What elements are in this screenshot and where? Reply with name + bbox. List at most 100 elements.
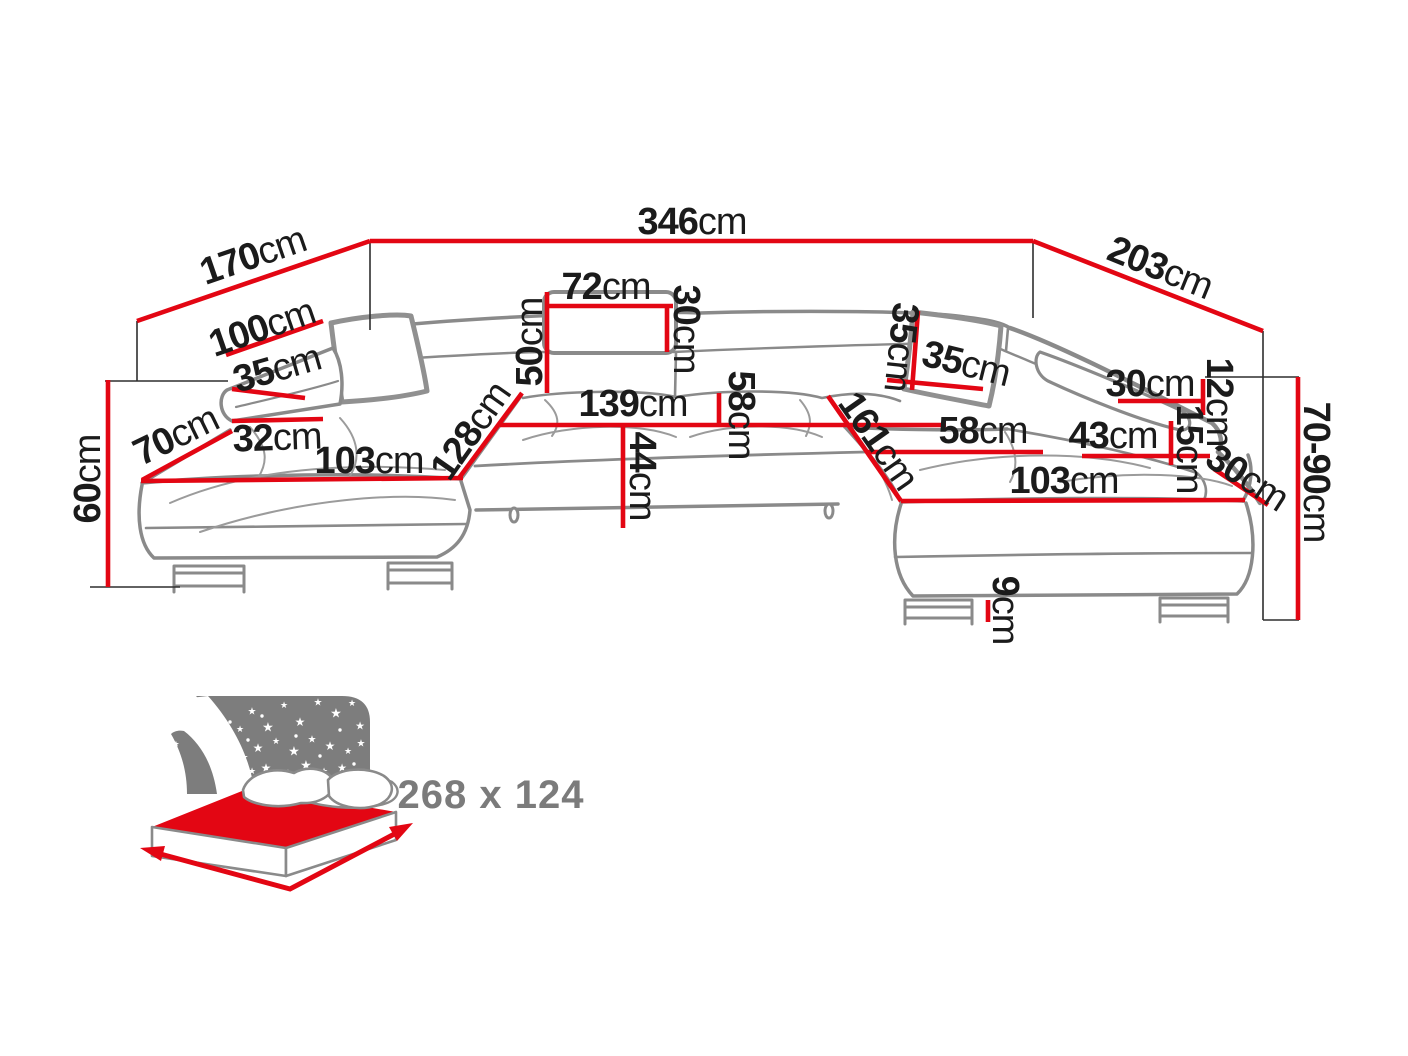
projection-guide-lines [90, 241, 1299, 621]
stars-icon: ★★★★★★★★★★★★★★★★★★★★★★★★★★★★★★★ [172, 698, 365, 792]
dim-label-203: 203cm [1102, 228, 1219, 308]
dim-label-139: 139cm [578, 383, 687, 425]
dim-line-35-left [231, 386, 306, 401]
sleeping-area-size: 268 x 124 [398, 773, 585, 817]
left-back-pillow [328, 312, 430, 405]
dim-line-30-diag [1212, 467, 1270, 507]
star-icon: ★ [172, 740, 179, 749]
dim-label-12: 12cm [1198, 358, 1240, 447]
dim-label-161: 161cm [830, 384, 927, 497]
dim-label-50: 50cm [509, 298, 551, 387]
moon-swoosh-icon [190, 696, 254, 788]
star-dot-icon [260, 714, 264, 718]
pillow-icon-left [241, 767, 335, 808]
right-armrest-pad [1034, 350, 1192, 432]
center-leg-nub-2 [823, 502, 835, 520]
mattress-side-right [284, 810, 398, 878]
dim-label-70-90: 70-90cm [1295, 402, 1337, 543]
star-dot-icon [228, 720, 232, 724]
dim-label-103-left: 103cm [314, 440, 423, 482]
star-icon: ★ [248, 767, 256, 777]
arrowhead-left-icon [140, 846, 165, 861]
dim-label-103-right: 103cm [1009, 460, 1118, 502]
star-icon: ★ [262, 721, 274, 736]
star-icon: ★ [300, 759, 312, 774]
dim-label-346: 346cm [637, 201, 746, 243]
center-leg-nub-1 [508, 506, 520, 524]
dim-label-60: 60cm [67, 435, 109, 524]
left-chaise-leg-1 [172, 564, 246, 594]
right-chaise-leg-1 [903, 598, 974, 626]
star-icon: ★ [236, 725, 244, 735]
left-chaise-leg-2 [386, 561, 454, 591]
dim-label-72: 72cm [562, 266, 651, 308]
star-icon: ★ [330, 707, 342, 722]
dim-label-128: 128cm [423, 374, 520, 487]
dim-line-103-right [900, 497, 1246, 504]
dim-line-32 [231, 416, 324, 424]
star-icon: ★ [174, 759, 182, 769]
dimension-labels: 346cm 170cm 203cm 100cm 35cm 70cm 32cm 1… [67, 201, 1337, 644]
dim-line-70 [140, 428, 234, 483]
star-icon: ★ [314, 698, 323, 709]
dim-line-161 [826, 394, 903, 503]
dim-label-32: 32cm [232, 415, 322, 460]
dim-label-30-flap: 30cm [665, 285, 707, 374]
dim-label-44: 44cm [621, 432, 663, 521]
arrowhead-right-icon [389, 823, 413, 841]
center-base-bottom [474, 502, 840, 512]
dim-line-128 [457, 391, 524, 480]
star-icon: ★ [177, 781, 186, 792]
dim-label-35-right-1: 35cm [875, 301, 926, 394]
dim-line-100 [225, 318, 324, 358]
seat-cushion-top-line [521, 315, 1010, 403]
star-icon: ★ [348, 699, 356, 709]
star-dot-icon [352, 762, 356, 766]
dim-label-58-center: 58cm [720, 371, 762, 460]
star-icon: ★ [272, 737, 280, 747]
dim-label-58-right: 58cm [939, 410, 1028, 452]
dim-line-35-right-2 [886, 377, 984, 392]
starry-headboard [196, 696, 370, 788]
size-arrows-icon [152, 827, 404, 892]
right-chaise-base-seam [893, 551, 1253, 559]
star-icon: ★ [240, 753, 249, 764]
star-icon: ★ [357, 739, 366, 750]
dim-label-30-right: 30cm [1106, 363, 1195, 405]
star-icon: ★ [253, 741, 264, 755]
star-icon: ★ [248, 707, 257, 718]
star-dot-icon [246, 738, 250, 742]
right-chaise-front-face [892, 453, 1255, 598]
star-icon: ★ [337, 762, 347, 775]
left-chaise-front-face [137, 479, 472, 560]
dim-label-35-right-2: 35cm [918, 333, 1014, 395]
star-icon: ★ [344, 747, 352, 757]
star-icon: ★ [280, 701, 288, 711]
star-icon: ★ [261, 761, 272, 775]
star-icon: ★ [288, 745, 300, 760]
star-dot-icon [294, 734, 298, 738]
dim-line-203 [1032, 238, 1264, 334]
dimension-lines [105, 238, 1301, 622]
dim-label-43: 43cm [1069, 415, 1158, 457]
star-dot-icon [318, 754, 322, 758]
right-backrest-outer-edge [1007, 325, 1263, 506]
star-icon: ★ [295, 715, 306, 729]
star-icon: ★ [308, 735, 317, 746]
sleep-function-bed-icon: ★★★★★★★★★★★★★★★★★★★★★★★★★★★★★★★ 268 x 12… [140, 696, 585, 892]
dim-label-9: 9cm [984, 576, 1026, 645]
star-icon: ★ [325, 739, 336, 753]
headboard-left-sliver [171, 730, 217, 794]
dim-line-103-left [140, 475, 464, 484]
right-chaise-leg-2 [1158, 596, 1230, 624]
dim-line-170 [136, 238, 371, 324]
star-icon: ★ [355, 720, 365, 733]
right-armrest-inner-edge [1005, 427, 1208, 502]
center-seat-front-edge [473, 450, 868, 468]
left-chaise-base-seam [144, 522, 468, 530]
dim-label-15: 15cm [1168, 405, 1210, 494]
pillow-icon-right [326, 768, 394, 810]
star-dot-icon [338, 728, 342, 732]
dim-line-35-right-1 [909, 310, 921, 391]
